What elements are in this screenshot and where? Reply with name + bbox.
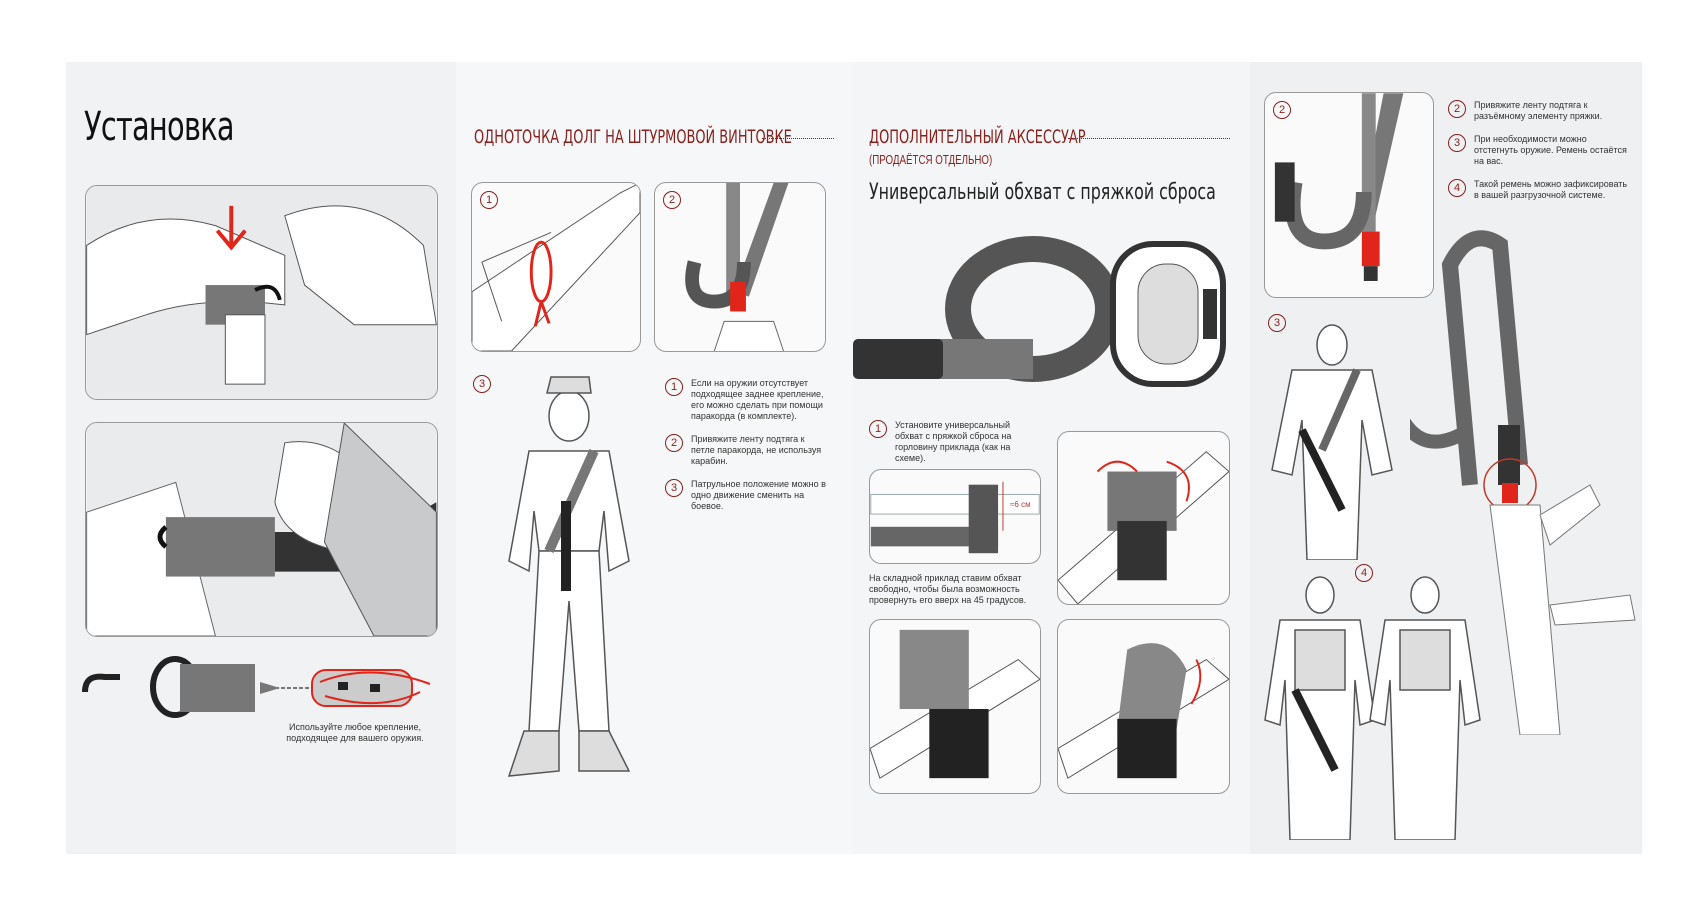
illustration-wrap-closed — [869, 619, 1041, 794]
illustration-soldier-detached: 3 — [1262, 310, 1412, 561]
step-item: 1 Установите универсальный обхват с пряжк… — [869, 420, 1039, 464]
step-number: 2 — [1448, 100, 1466, 118]
step-number: 3 — [665, 479, 683, 497]
accessory-step-1: 1 Установите универсальный обхват с пряжк… — [869, 420, 1039, 476]
step-number: 1 — [665, 378, 683, 396]
arrow-down-icon — [215, 205, 247, 251]
illustration-soldier-sling: 3 — [469, 371, 665, 796]
illustration-fasten-strap — [85, 422, 438, 637]
illustration-stock-wrap — [853, 234, 1232, 404]
header-divider — [1068, 138, 1230, 139]
illustration-attach-hook — [85, 185, 438, 400]
sling-steps-list: 1 Если на оружии отсутствует подходящее з… — [665, 378, 830, 524]
step-number-3: 3 — [473, 375, 491, 393]
step-number: 4 — [1448, 179, 1466, 197]
accessory-title: Универсальный обхват с пряжкой сброса — [869, 180, 1216, 205]
step-number: 2 — [665, 434, 683, 452]
header-divider — [762, 138, 834, 139]
step-text: Установите универсальный обхват с пряжко… — [895, 420, 1012, 463]
illustration-strap-tied: 2 — [654, 182, 826, 352]
illustration-wrap-install — [1057, 431, 1230, 605]
step-item: 4 Такой ремень можно зафиксировать в ваше… — [1448, 179, 1628, 201]
illustration-carabiner-options — [80, 652, 440, 724]
step-number: 3 — [1448, 134, 1466, 152]
step-text: Патрульное положение можно в одно движен… — [691, 479, 826, 511]
section-header-accessory: ДОПОЛНИТЕЛЬНЫЙ АКСЕССУАР — [869, 126, 1086, 148]
illustration-paracord-loop: 1 — [471, 182, 641, 352]
step-text: Привяжите ленту подтяга к разъёмному эле… — [1474, 100, 1603, 121]
step-number-1: 1 — [480, 191, 498, 209]
usage-steps-list: 2 Привяжите ленту подтяга к разъёмному эл… — [1448, 100, 1628, 213]
step-number: 1 — [869, 420, 887, 438]
illustration-soldiers-vest: 4 — [1260, 564, 1500, 841]
step-item: 3 Патрульное положение можно в одно движе… — [665, 479, 830, 512]
step-number-3: 3 — [1268, 314, 1286, 332]
step-item: 1 Если на оружии отсутствует подходящее з… — [665, 378, 830, 422]
step-item: 2 Привяжите ленту подтяга к петле паракор… — [665, 434, 830, 467]
measurement-label: ≈6 см — [1010, 500, 1031, 509]
page-title: Установка — [84, 104, 235, 150]
illustration-buckle-connection: 2 — [1264, 92, 1434, 298]
step-number-2: 2 — [1273, 101, 1291, 119]
step-number-4: 4 — [1355, 564, 1373, 582]
step-text: Привяжите ленту подтяга к петле паракорд… — [691, 434, 822, 466]
step-item: 3 При необходимости можно отстегнуть оруж… — [1448, 134, 1628, 167]
step-number-2: 2 — [663, 191, 681, 209]
step-text: Такой ремень можно зафиксировать в вашей… — [1474, 179, 1628, 200]
step-text: Если на оружии отсутствует подходящее за… — [691, 378, 824, 421]
section-header-sling: ОДНОТОЧКА ДОЛГ НА ШТУРМОВОЙ ВИНТОВКЕ — [474, 126, 792, 148]
step-text: При необходимости можно отстегнуть оружи… — [1474, 134, 1627, 166]
step-item: 2 Привяжите ленту подтяга к разъёмному эл… — [1448, 100, 1628, 122]
illustration-measurement: ≈6 см — [869, 469, 1041, 564]
folding-stock-note: На складной приклад ставим обхват свобод… — [869, 573, 1027, 605]
sold-separately-label: (ПРОДАЁТСЯ ОТДЕЛЬНО) — [869, 152, 993, 167]
illustration-wrap-rotated — [1057, 619, 1230, 794]
attachment-caption: Используйте любое крепление, подходящее … — [286, 722, 424, 743]
